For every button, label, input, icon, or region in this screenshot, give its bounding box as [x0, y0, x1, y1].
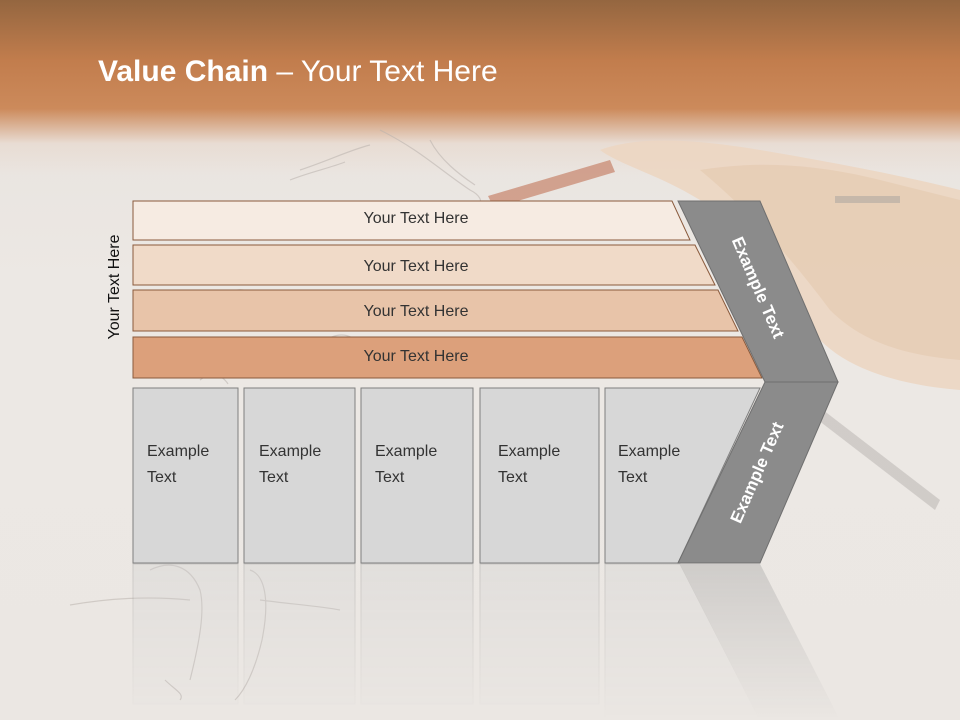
chain-box-2 — [243, 387, 356, 564]
reflection — [132, 563, 840, 720]
row-label-1: Your Text Here — [363, 210, 469, 227]
box-label-1: Example Text — [147, 443, 210, 486]
chain-row-2 — [132, 244, 716, 286]
chain-row-1 — [132, 200, 691, 241]
chain-box-1 — [132, 387, 239, 564]
box-label-5: Example Text — [618, 443, 681, 486]
row-label-2: Your Text Here — [363, 258, 469, 275]
chain-row-3 — [132, 289, 739, 332]
header-band — [0, 0, 960, 175]
box-label-3: Example Text — [375, 443, 438, 486]
box-label-2: Example Text — [259, 443, 322, 486]
page-title: Value Chain – Your Text Here — [98, 55, 498, 88]
chain-row-4 — [132, 336, 763, 379]
chevron-bottom — [677, 381, 839, 564]
chain-box-4 — [479, 387, 600, 564]
row-label-4: Your Text Here — [363, 348, 469, 365]
chain-box-3 — [360, 387, 474, 564]
row-label-3: Your Text Here — [363, 303, 469, 320]
box-label-4: Example Text — [498, 443, 561, 486]
